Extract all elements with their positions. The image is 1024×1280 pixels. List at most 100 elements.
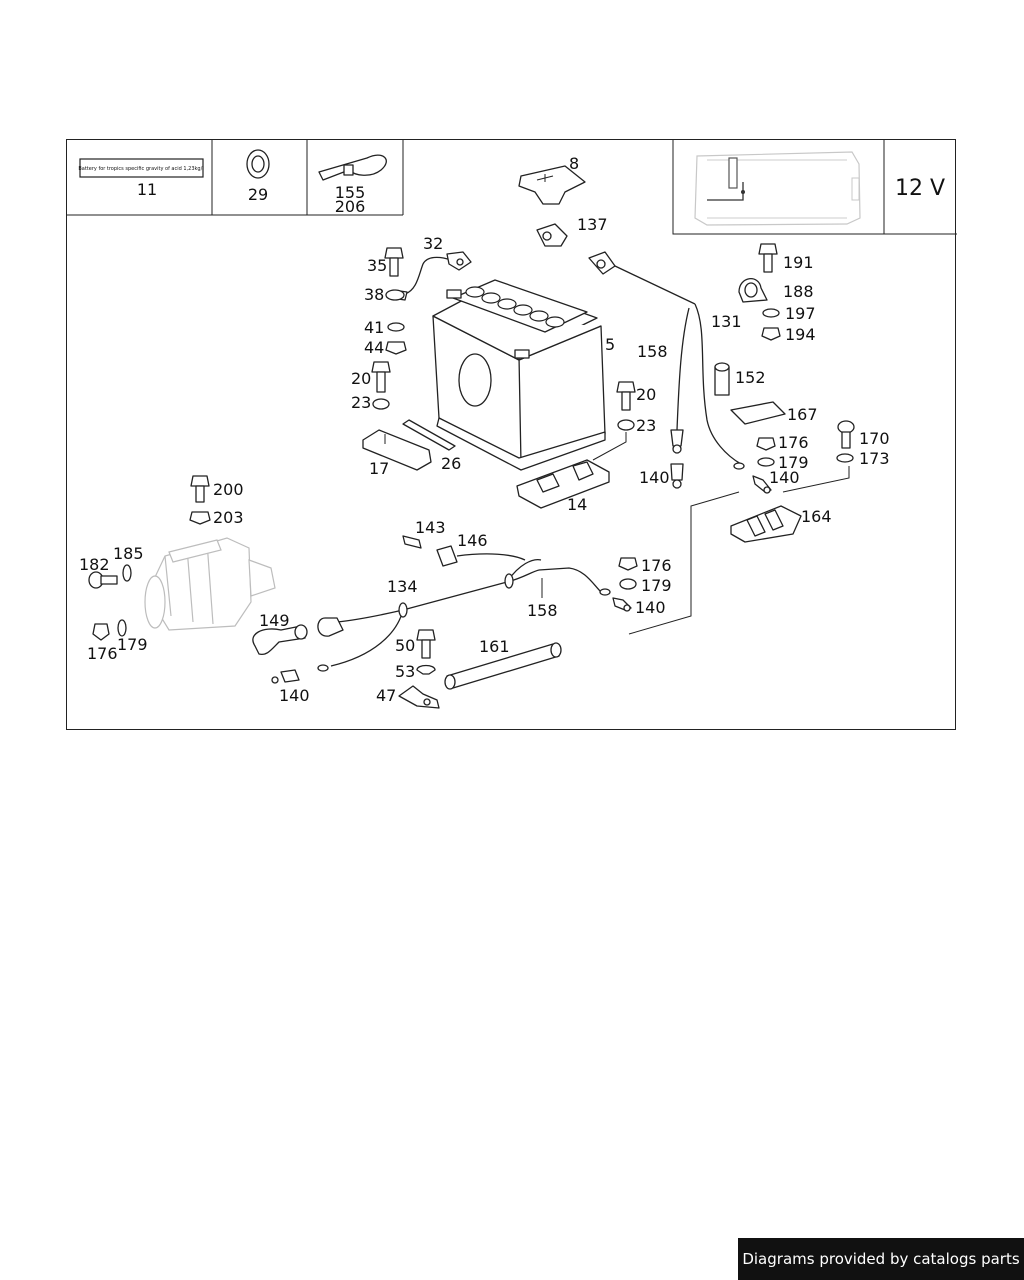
label-14: 14: [567, 495, 587, 514]
nut-icon: [92, 623, 110, 641]
positive-cable-icon: [588, 251, 745, 470]
connector-pin-icon: [402, 535, 422, 549]
label-170: 170: [859, 429, 890, 448]
spring-washer-icon: [387, 322, 405, 332]
spring-washer-icon: [117, 619, 127, 637]
label-11: 11: [137, 180, 157, 199]
battery-cover-icon: [518, 165, 586, 205]
label-140-upper-left: 140: [639, 468, 670, 487]
label-164: 164: [801, 507, 832, 526]
label-167: 167: [787, 405, 818, 424]
spring-washer-icon: [619, 578, 637, 590]
vehicle-location-icon: [694, 151, 861, 226]
label-38: 38: [364, 285, 384, 304]
battery-cell-caps: [465, 286, 565, 328]
terminal-lug-icon: [670, 463, 684, 489]
label-203: 203: [213, 508, 244, 527]
label-53: 53: [395, 662, 415, 681]
footer-credit-badge: Diagrams provided by catalogs parts: [738, 1238, 1024, 1280]
label-140-middle: 140: [635, 598, 666, 617]
label-200: 200: [213, 480, 244, 499]
bolt-icon: [371, 361, 391, 393]
starter-motor-icon: [144, 537, 276, 631]
nut-icon: [618, 557, 638, 571]
label-146: 146: [457, 531, 488, 550]
label-47: 47: [376, 686, 396, 705]
label-17: 17: [369, 459, 389, 478]
label-197: 197: [785, 304, 816, 323]
label-26: 26: [441, 454, 461, 473]
label-131: 131: [711, 312, 742, 331]
label-140-upper-right: 140: [769, 468, 800, 487]
label-44: 44: [364, 338, 384, 357]
nut-icon: [385, 341, 407, 355]
label-179-lower: 179: [117, 635, 148, 654]
washer-icon: [372, 398, 390, 410]
label-185: 185: [113, 544, 144, 563]
spring-washer-icon: [757, 457, 775, 467]
label-161: 161: [479, 637, 510, 656]
sticker-text: Battery for tropics specific gravity of …: [78, 166, 203, 172]
label-194: 194: [785, 325, 816, 344]
protective-hose-icon: [444, 642, 562, 690]
label-134: 134: [387, 577, 418, 596]
label-23-right: 23: [636, 416, 656, 435]
header-cells: [67, 140, 957, 235]
terminal-lug-icon: [752, 475, 772, 494]
label-50: 50: [395, 636, 415, 655]
label-149: 149: [259, 611, 290, 630]
label-158-upper: 158: [637, 342, 668, 361]
rubber-grommet-icon: [738, 278, 768, 303]
screw-icon: [837, 420, 855, 449]
terminal-lug-icon: [612, 597, 632, 612]
label-191: 191: [783, 253, 814, 272]
washer-icon: [836, 453, 854, 463]
cable-clip-icon: [398, 685, 440, 709]
junction-block-icon: [730, 505, 802, 543]
terminal-boot-icon: [252, 624, 308, 656]
battery-tray-icon: [516, 459, 610, 509]
label-35: 35: [367, 256, 387, 275]
label-176-lower: 176: [87, 644, 118, 663]
label-137: 137: [577, 215, 608, 234]
label-182: 182: [79, 555, 110, 574]
spring-washer-icon: [122, 564, 132, 582]
terminal-lug-icon: [271, 669, 300, 684]
label-173: 173: [859, 449, 890, 468]
connector-housing-icon: [436, 545, 526, 567]
label-20-right: 20: [636, 385, 656, 404]
label-176-upper: 176: [778, 433, 809, 452]
label-20-left: 20: [351, 369, 371, 388]
label-176-middle: 176: [641, 556, 672, 575]
label-41: 41: [364, 318, 384, 337]
label-158-lower: 158: [527, 601, 558, 620]
battery-icon: [432, 279, 606, 471]
parts-diagram-frame: Battery for tropics specific gravity of …: [66, 139, 957, 730]
label-143: 143: [415, 518, 446, 537]
nut-icon: [761, 327, 781, 341]
hold-down-bracket-icon: [362, 429, 432, 471]
label-32: 32: [423, 234, 443, 253]
battery-parts-diagram: Battery for tropics specific gravity of …: [67, 140, 957, 709]
screw-icon: [88, 571, 118, 589]
bolt-icon: [616, 381, 636, 411]
sleeve-icon: [714, 362, 730, 396]
cable-tie-icon: [318, 154, 387, 181]
starter-cable-icon: [317, 558, 611, 672]
label-188: 188: [783, 282, 814, 301]
bolt-icon: [416, 629, 436, 659]
label-179-middle: 179: [641, 576, 672, 595]
washer-icon: [385, 289, 405, 301]
label-8: 8: [569, 154, 579, 173]
battery-sticker-icon: Battery for tropics specific gravity of …: [78, 158, 204, 178]
nut-icon: [756, 437, 776, 451]
nut-icon: [189, 511, 211, 525]
label-29: 29: [248, 185, 268, 204]
label-152: 152: [735, 368, 766, 387]
bolt-icon: [758, 243, 778, 273]
washer-icon: [416, 664, 436, 675]
grommet-icon: [246, 149, 270, 179]
washer-icon: [762, 308, 780, 318]
label-5: 5: [605, 335, 615, 354]
voltage-label: 12 V: [895, 176, 945, 201]
